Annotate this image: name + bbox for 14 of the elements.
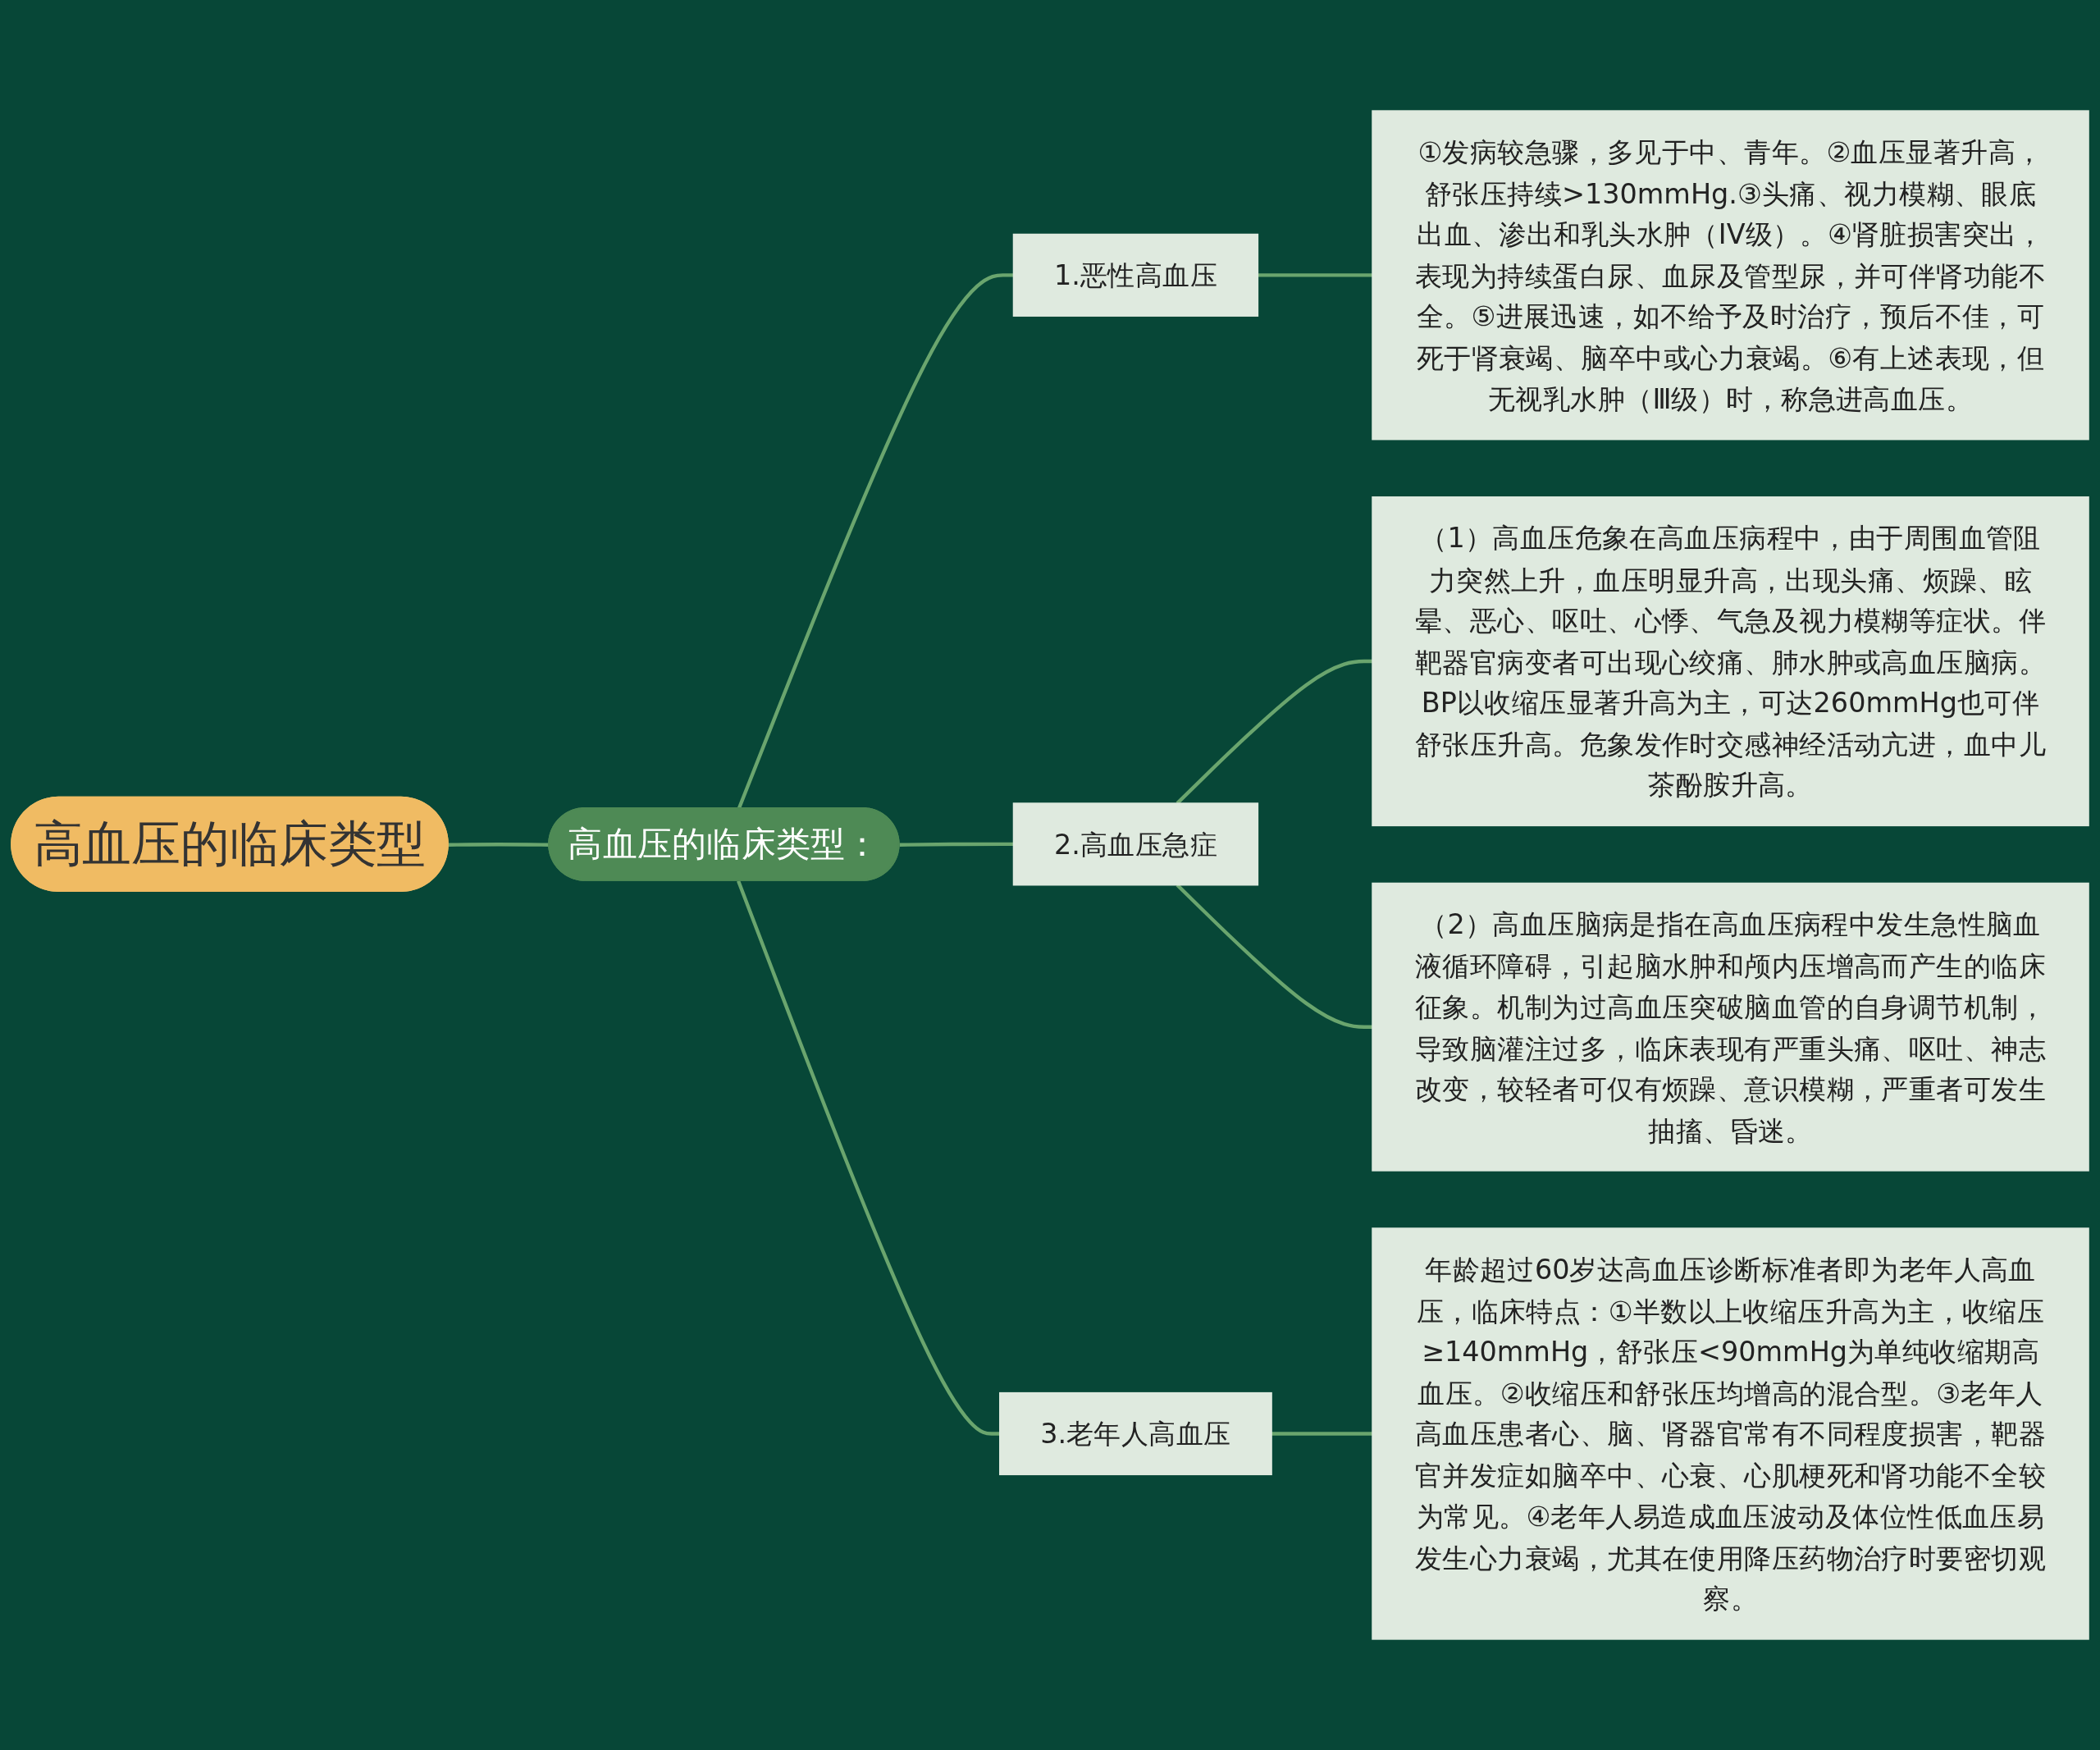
- connector: [1176, 659, 1373, 805]
- node-box: ①发病较急骤，多见于中、青年。②血压显著升高，舒张压持续>130mmHg.③头痛、视力模糊、眼底出血、渗出和乳头水肿（IV级）。④肾脏损害突出，表现为持续蛋白尿、血尿及管型尿，并可伴肾功能不全。⑤进展迅速，如不给予及时治疗，预后不佳，可死于肾衰竭、脑卒中或心力衰竭。⑥有上述表现，但无视乳水肿（Ⅲ级）时，称急进高血压。: [1372, 110, 2089, 441]
- connector: [899, 842, 1014, 847]
- node-box: 2.高血压急症: [1012, 802, 1259, 886]
- node-box: 3.老年人高血压: [999, 1391, 1272, 1476]
- node-box: 1.恶性高血压: [1012, 233, 1259, 317]
- node-box: （2）高血压脑病是指在高血压病程中发生急性脑血液循环障碍，引起脑水肿和颅内压增高而产生的临床征象。机制为过高血压突破脑血管的自身调节机制，导致脑灌注过多，临床表现有严重头痛、呕吐、神志改变，较轻者可仅有烦躁、意识模糊，严重者可发生抽搐、昏迷。: [1372, 882, 2089, 1172]
- node-box: （1）高血压危象在高血压病程中，由于周围血管阻力突然上升，血压明显升高，出现头痛、烦躁、眩晕、恶心、呕吐、心悸、气急及视力模糊等症状。伴靶器官病变者可出现心绞痛、肺水肿或高血压脑病。BP以收缩压显著升高为主，可达260mmHg也可伴舒张压升高。危象发作时交感神经活动亢进，血中儿茶酚胺升高。: [1372, 496, 2089, 827]
- connector: [448, 843, 550, 847]
- connector: [1176, 884, 1373, 1029]
- node-box: 年龄超过60岁达高血压诊断标准者即为老年人高血压，临床特点：①半数以上收缩压升高为主，收缩压≥140mmHg，舒张压<90mmHg为单纯收缩期高血压。②收缩压和舒张压均增高的混合型。③老年人高血压患者心、脑、肾器官常有不同程度损害，靶器官并发症如脑卒中、心衰、心肌梗死和肾功能不全较为常见。④老年人易造成血压波动及体位性低血压易发生心力衰竭，尤其在使用降压药物治疗时要密切观察。: [1372, 1227, 2089, 1640]
- connector: [1271, 1432, 1373, 1436]
- connector: [737, 880, 1000, 1436]
- connector: [1258, 273, 1373, 277]
